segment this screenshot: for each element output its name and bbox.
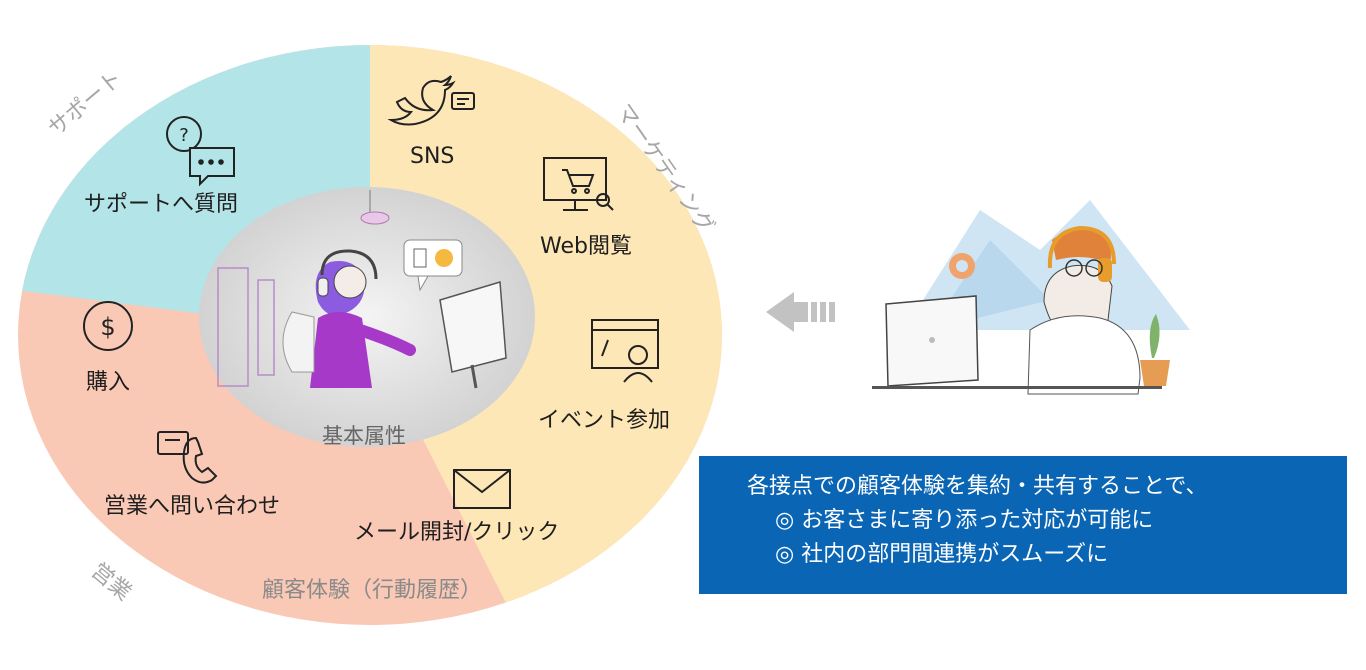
touchpoint-web: Web閲覧 [540,234,632,259]
touchpoint-sns: SNS [410,144,455,169]
touchpoint-purchase: 購入 [86,370,131,395]
twitter-bird-icon [387,75,475,126]
dollar-coin-icon: $ [83,301,133,351]
center-label: 基本属性 [322,424,406,448]
man-at-laptop-illustration [872,200,1190,395]
summary-box: 各接点での顧客体験を集約・共有することで、 ◎ お客さまに寄り添った対応が可能に… [699,456,1347,594]
question-chat-icon: ? [166,116,235,187]
phone-chat-icon [157,431,218,484]
svg-text:$: $ [100,313,115,341]
shopping-cart-monitor-icon [543,157,614,211]
event-presenter-icon [591,319,659,383]
envelope-icon [453,469,511,509]
summary-line-1: 各接点での顧客体験を集約・共有することで、 [747,474,1208,499]
svg-text:?: ? [179,125,189,146]
touchpoint-event: イベント参加 [538,408,671,433]
woman-at-computer-illustration [217,190,507,389]
touchpoint-support-question: サポートへ質問 [84,192,239,217]
touchpoint-mail: メール開封/クリック [354,520,560,545]
outer-label: 顧客体験（行動履歴） [262,578,483,603]
left-arrow-icon [766,292,835,332]
touchpoint-sales-inquiry: 営業へ問い合わせ [104,494,281,519]
summary-line-3: ◎ 社内の部門間連携がスムーズに [775,542,1109,567]
summary-line-2: ◎ お客さまに寄り添った対応が可能に [775,508,1154,533]
